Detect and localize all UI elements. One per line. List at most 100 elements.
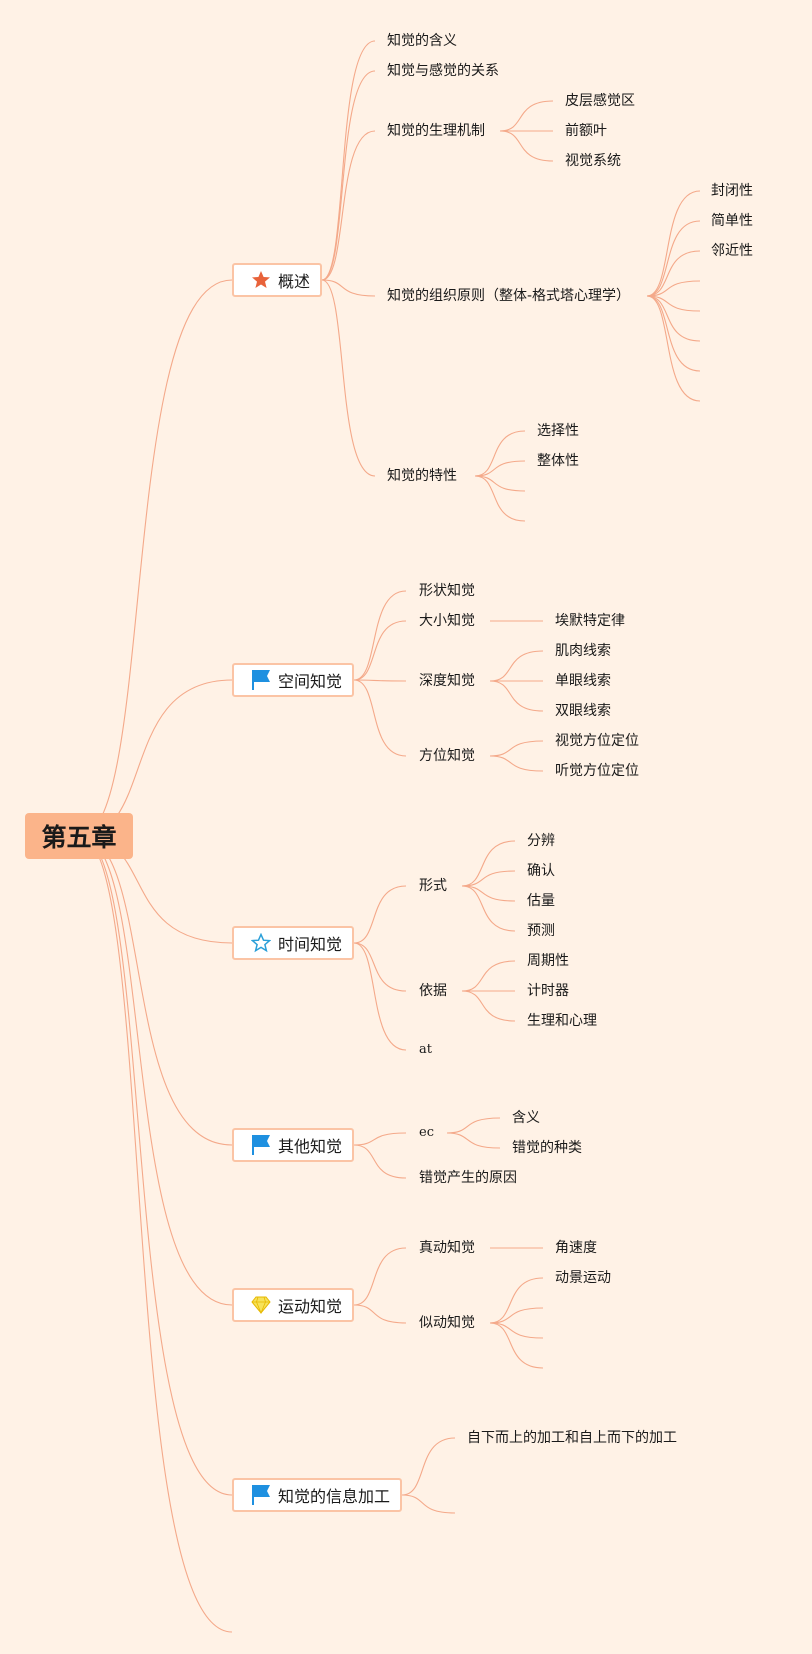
flag-icon [250,1484,272,1506]
subtopic-label[interactable]: 大小知觉 [419,613,475,629]
connector-line [646,250,701,297]
subtopic-label[interactable]: 形状知觉 [419,583,475,599]
connector-line [461,870,516,887]
leaf-label[interactable]: 含义 [512,1110,540,1126]
topic-time[interactable]: 时间知觉 [232,926,355,960]
leaf-label[interactable]: 视觉方位定位 [555,733,639,749]
connector-line [646,280,701,297]
leaf-label[interactable]: 角速度 [555,1240,597,1256]
connector-line [646,295,701,342]
connector-line [646,220,701,297]
connector-line [646,295,701,372]
connector-line [489,740,544,757]
connector-line [401,1437,456,1496]
subtopic-label[interactable]: 深度知觉 [419,673,475,689]
connector-line [474,460,526,477]
leaf-label[interactable]: 整体性 [537,453,579,469]
connector-line [474,475,526,522]
leaf-label[interactable]: 估量 [527,893,555,909]
subtopic-label[interactable]: 形式 [419,878,447,894]
leaf-label[interactable]: 单眼线索 [555,673,611,689]
connector-line [489,1277,544,1324]
root-connector [79,835,233,1146]
leaf-label[interactable]: 视觉系统 [565,153,621,169]
root-connector [79,279,233,837]
connector-line [353,1132,407,1146]
leaf-label[interactable]: 选择性 [537,423,579,439]
subtopic-label[interactable]: 依据 [419,983,447,999]
root-connector [79,835,233,1633]
subtopic-label[interactable]: 自下而上的加工和自上而下的加工 [467,1430,677,1446]
leaf-label[interactable]: 错觉的种类 [512,1140,582,1156]
connector-line [353,1247,407,1306]
leaf-label[interactable]: 封闭性 [711,183,753,199]
connector-line [321,279,376,297]
connector-line [461,885,516,932]
connector-line [489,680,544,712]
leaf-label[interactable]: 听觉方位定位 [555,763,639,779]
leaf-label[interactable]: 双眼线索 [555,703,611,719]
subtopic-label[interactable]: 似动知觉 [419,1315,475,1331]
leaf-label[interactable]: 前额叶 [565,123,607,139]
leaf-label[interactable]: 生理和心理 [527,1013,597,1029]
leaf-label[interactable]: 邻近性 [711,243,753,259]
leaf-label[interactable]: 周期性 [527,953,569,969]
connector-line [489,1322,544,1339]
connector-line [401,1494,456,1514]
subtopic-label[interactable]: 真动知觉 [419,1240,475,1256]
flag-icon [250,1134,272,1156]
leaf-label[interactable]: 简单性 [711,213,753,229]
topic-label: 空间知觉 [278,672,343,691]
flag-icon [250,669,272,691]
topic-motion[interactable]: 运动知觉 [232,1288,355,1322]
subtopic-label[interactable]: at [419,1042,432,1057]
root-topic[interactable]: 第五章 [25,813,133,859]
gem-icon [250,1294,272,1316]
leaf-label[interactable]: 分辨 [527,833,555,849]
connector-line [474,475,526,492]
connector-line [321,130,376,281]
connector-line [353,1144,407,1179]
subtopic-label[interactable]: 知觉的生理机制 [387,123,485,139]
subtopic-label[interactable]: 错觉产生的原因 [419,1170,517,1186]
leaf-label[interactable]: 计时器 [527,983,569,999]
connector-line [489,755,544,772]
connector-line [353,590,407,681]
leaf-label[interactable]: 预测 [527,923,555,939]
connector-line [446,1117,501,1134]
connector-line [461,885,516,902]
subtopic-label[interactable]: 知觉的含义 [387,33,457,49]
leaf-label[interactable]: 动景运动 [555,1270,611,1286]
connector-line [499,130,554,162]
topic-label: 概述 [278,272,311,291]
topic-info[interactable]: 知觉的信息加工 [232,1478,403,1512]
leaf-label[interactable]: 肌肉线索 [555,643,611,659]
connector-line [489,1307,544,1324]
connector-line [353,885,407,944]
topic-overview[interactable]: 概述 [232,263,323,297]
subtopic-label[interactable]: ec [419,1125,434,1140]
root-connector [79,835,233,1496]
subtopic-label[interactable]: 方位知觉 [419,748,475,764]
topic-other[interactable]: 其他知觉 [232,1128,355,1162]
subtopic-label[interactable]: 知觉的特性 [387,468,457,484]
connector-line [489,650,544,682]
connector-line [321,70,376,281]
connector-line [461,840,516,887]
connector-line [353,679,407,757]
topic-label: 其他知觉 [278,1137,343,1156]
topic-space[interactable]: 空间知觉 [232,663,355,697]
connector-line [321,279,376,477]
leaf-label[interactable]: 埃默特定律 [555,613,625,629]
subtopic-label[interactable]: 知觉与感觉的关系 [387,63,499,79]
leaf-label[interactable]: 确认 [527,863,555,879]
connector-line [646,295,701,402]
connector-line [353,679,407,682]
leaf-label[interactable]: 皮层感觉区 [565,93,635,109]
topic-label: 时间知觉 [278,935,343,954]
connector-line [353,1304,407,1324]
connector-line [321,40,376,281]
subtopic-label[interactable]: 知觉的组织原则（整体-格式塔心理学） [387,288,631,304]
